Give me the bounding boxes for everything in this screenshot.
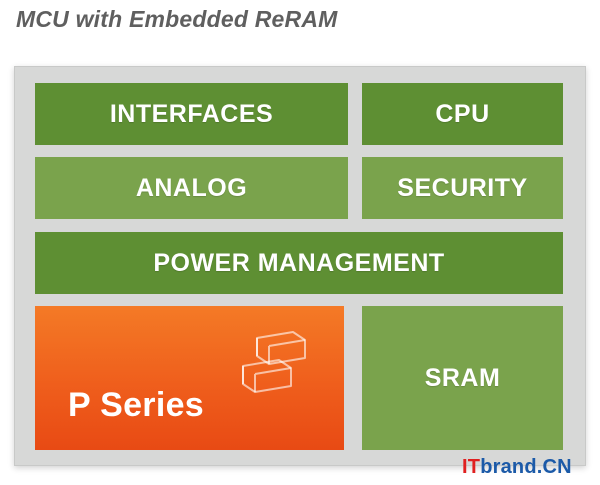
brand-watermark-it: IT: [462, 456, 481, 478]
p-series-logo-icon: [242, 331, 306, 393]
p-series-label: P Series: [68, 386, 204, 424]
p-series-block: P Series: [35, 306, 344, 450]
diagram-title: MCU with Embedded ReRAM: [16, 6, 338, 32]
security-block: SECURITY: [362, 157, 563, 219]
interfaces-block: INTERFACES: [35, 83, 348, 145]
brand-watermark: ITbrand.CN: [462, 456, 572, 479]
brand-watermark-rest: brand.CN: [480, 456, 572, 478]
power-management-block: POWER MANAGEMENT: [35, 232, 563, 294]
cpu-block: CPU: [362, 83, 563, 145]
analog-block: ANALOG: [35, 157, 348, 219]
sram-block: SRAM: [362, 306, 563, 450]
